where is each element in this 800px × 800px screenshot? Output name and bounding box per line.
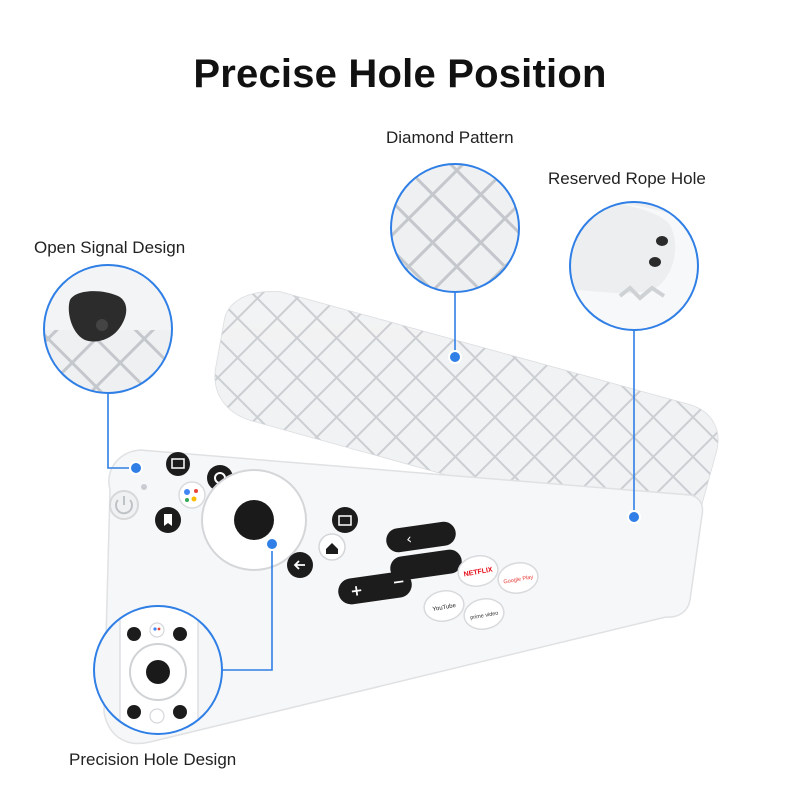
svg-text:‹: ‹ (405, 531, 413, 548)
dpad-center-button (234, 500, 274, 540)
signal-window-icon (68, 291, 127, 342)
input-button (166, 452, 190, 476)
label-reserved-rope-hole: Reserved Rope Hole (548, 169, 706, 188)
zoom-precision-hole (93, 605, 223, 735)
netflix-button (457, 555, 499, 587)
back-arrow-icon (293, 560, 305, 570)
page-title: Precise Hole Position (193, 52, 607, 96)
svg-text:+: + (349, 581, 364, 601)
youtube-label: YouTube (432, 603, 457, 613)
svg-text:−: − (391, 572, 406, 592)
google-play-button (497, 562, 539, 594)
assistant-button (178, 481, 206, 509)
zoom-open-signal (43, 264, 173, 394)
live-tv-button (332, 507, 358, 533)
label-open-signal-design: Open Signal Design (34, 238, 186, 257)
mute-rocker (390, 549, 462, 581)
callout-lines (107, 292, 635, 671)
youtube-button (423, 590, 465, 622)
channel-rocker (386, 521, 456, 553)
google-play-label: Google Play (503, 574, 534, 585)
zoom-rope-hole (569, 201, 699, 331)
tv-icon (338, 515, 352, 526)
bookmark-icon (164, 514, 172, 526)
input-icon (171, 458, 185, 469)
zoom-diamond-pattern (390, 163, 520, 293)
prime-video-label: prime video (470, 611, 499, 622)
label-precision-hole-design: Precision Hole Design (69, 750, 237, 769)
label-diamond-pattern: Diamond Pattern (386, 128, 514, 147)
callout-dots (129, 350, 641, 551)
power-icon (115, 496, 133, 515)
volume-rocker (338, 571, 412, 605)
prime-video-button (463, 598, 505, 630)
home-icon (326, 543, 338, 554)
